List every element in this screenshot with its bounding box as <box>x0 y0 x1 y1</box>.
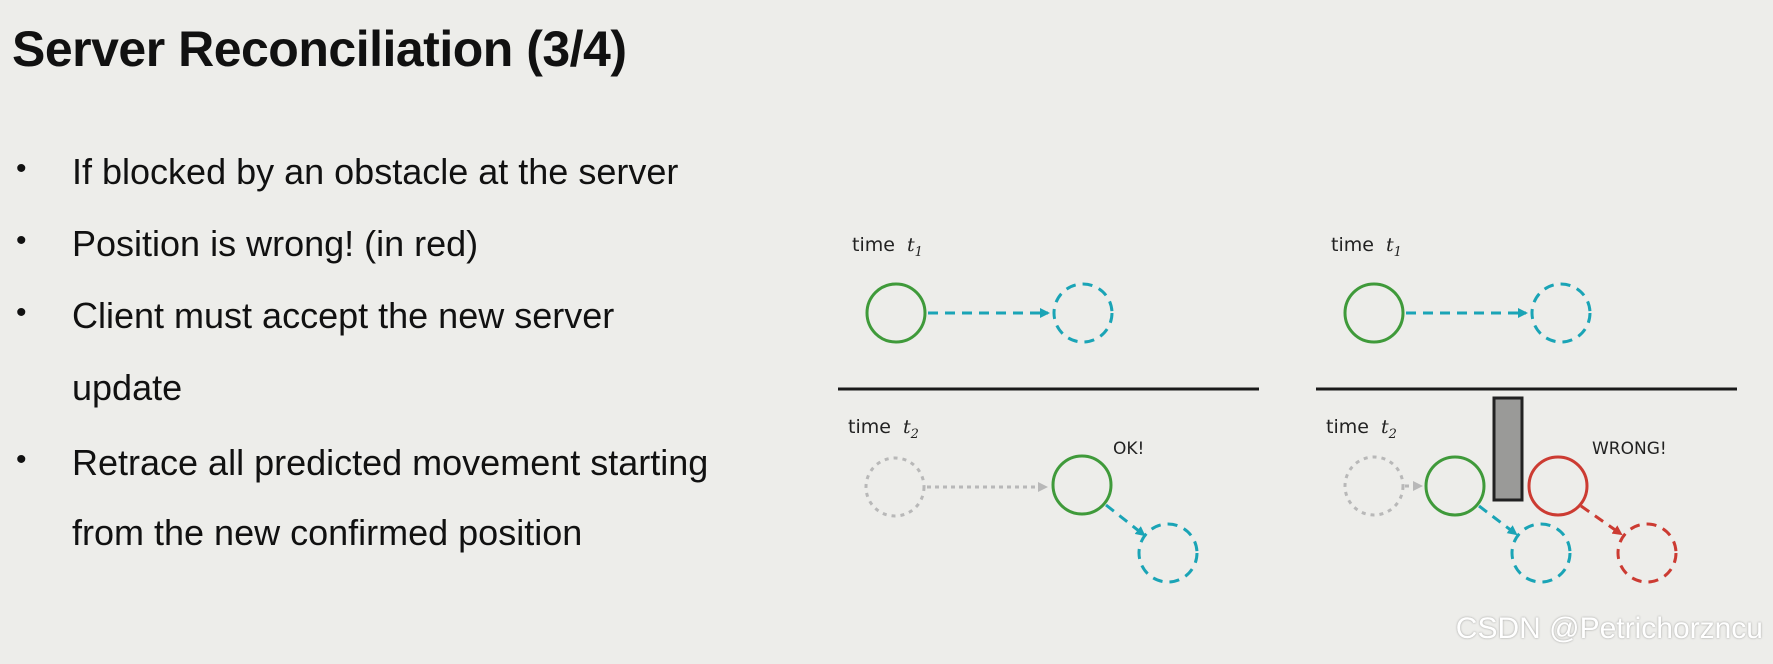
left-t2-old-circle <box>864 456 926 518</box>
right-time2-label: time t2 <box>1326 416 1397 442</box>
right-t2-wrong-circle <box>1527 455 1589 517</box>
bullet-marker: • <box>16 152 27 185</box>
right-t1-client-circle <box>1343 282 1405 344</box>
right-panel: time t1 time t2 WRONG! <box>1316 234 1737 584</box>
right-t2-retrace-arrow <box>1478 504 1518 536</box>
right-wrong-label: WRONG! <box>1592 439 1667 459</box>
bullet-marker: • <box>16 443 27 476</box>
bullet-list: • If blocked by an obstacle at the serve… <box>0 0 800 600</box>
bullet-3-line-1: Client must accept the new server <box>72 295 615 336</box>
left-t2-confirmed-circle <box>1051 454 1113 516</box>
bullet-2-line-1: Position is wrong! (in red) <box>72 223 479 264</box>
left-time1-label: time t1 <box>852 234 923 260</box>
right-t1-predicted-circle <box>1530 282 1592 344</box>
right-t2-wrong-predicted-circle <box>1616 522 1678 584</box>
left-panel: time t1 time t2 OK! <box>838 234 1259 584</box>
bullet-1-line-1: If blocked by an obstacle at the server <box>72 151 679 192</box>
left-t1-predicted-circle <box>1052 282 1114 344</box>
csdn-watermark: CSDN @Petrichorzncu <box>1455 612 1763 645</box>
bullet-3-line-2: update <box>72 367 183 408</box>
bullet-marker: • <box>16 224 27 257</box>
slide-title: Server Reconciliation (3/4) <box>12 21 627 77</box>
bullet-marker: • <box>16 296 27 329</box>
right-t2-confirmed-circle <box>1424 455 1486 517</box>
left-ok-label: OK! <box>1113 439 1144 459</box>
left-t2-predicted-circle <box>1137 522 1199 584</box>
left-t1-client-circle <box>865 282 927 344</box>
right-t2-retraced-circle <box>1510 522 1572 584</box>
left-t2-predict-arrow <box>1105 503 1146 537</box>
bullet-4-line-1: Retrace all predicted movement starting <box>72 442 709 483</box>
bullet-4-line-2: from the new confirmed position <box>72 512 583 553</box>
right-t2-wrong-predict-arrow <box>1580 504 1623 536</box>
left-time2-label: time t2 <box>848 416 919 442</box>
right-t2-old-circle <box>1343 455 1405 517</box>
obstacle-block <box>1492 396 1524 502</box>
right-time1-label: time t1 <box>1331 234 1402 260</box>
